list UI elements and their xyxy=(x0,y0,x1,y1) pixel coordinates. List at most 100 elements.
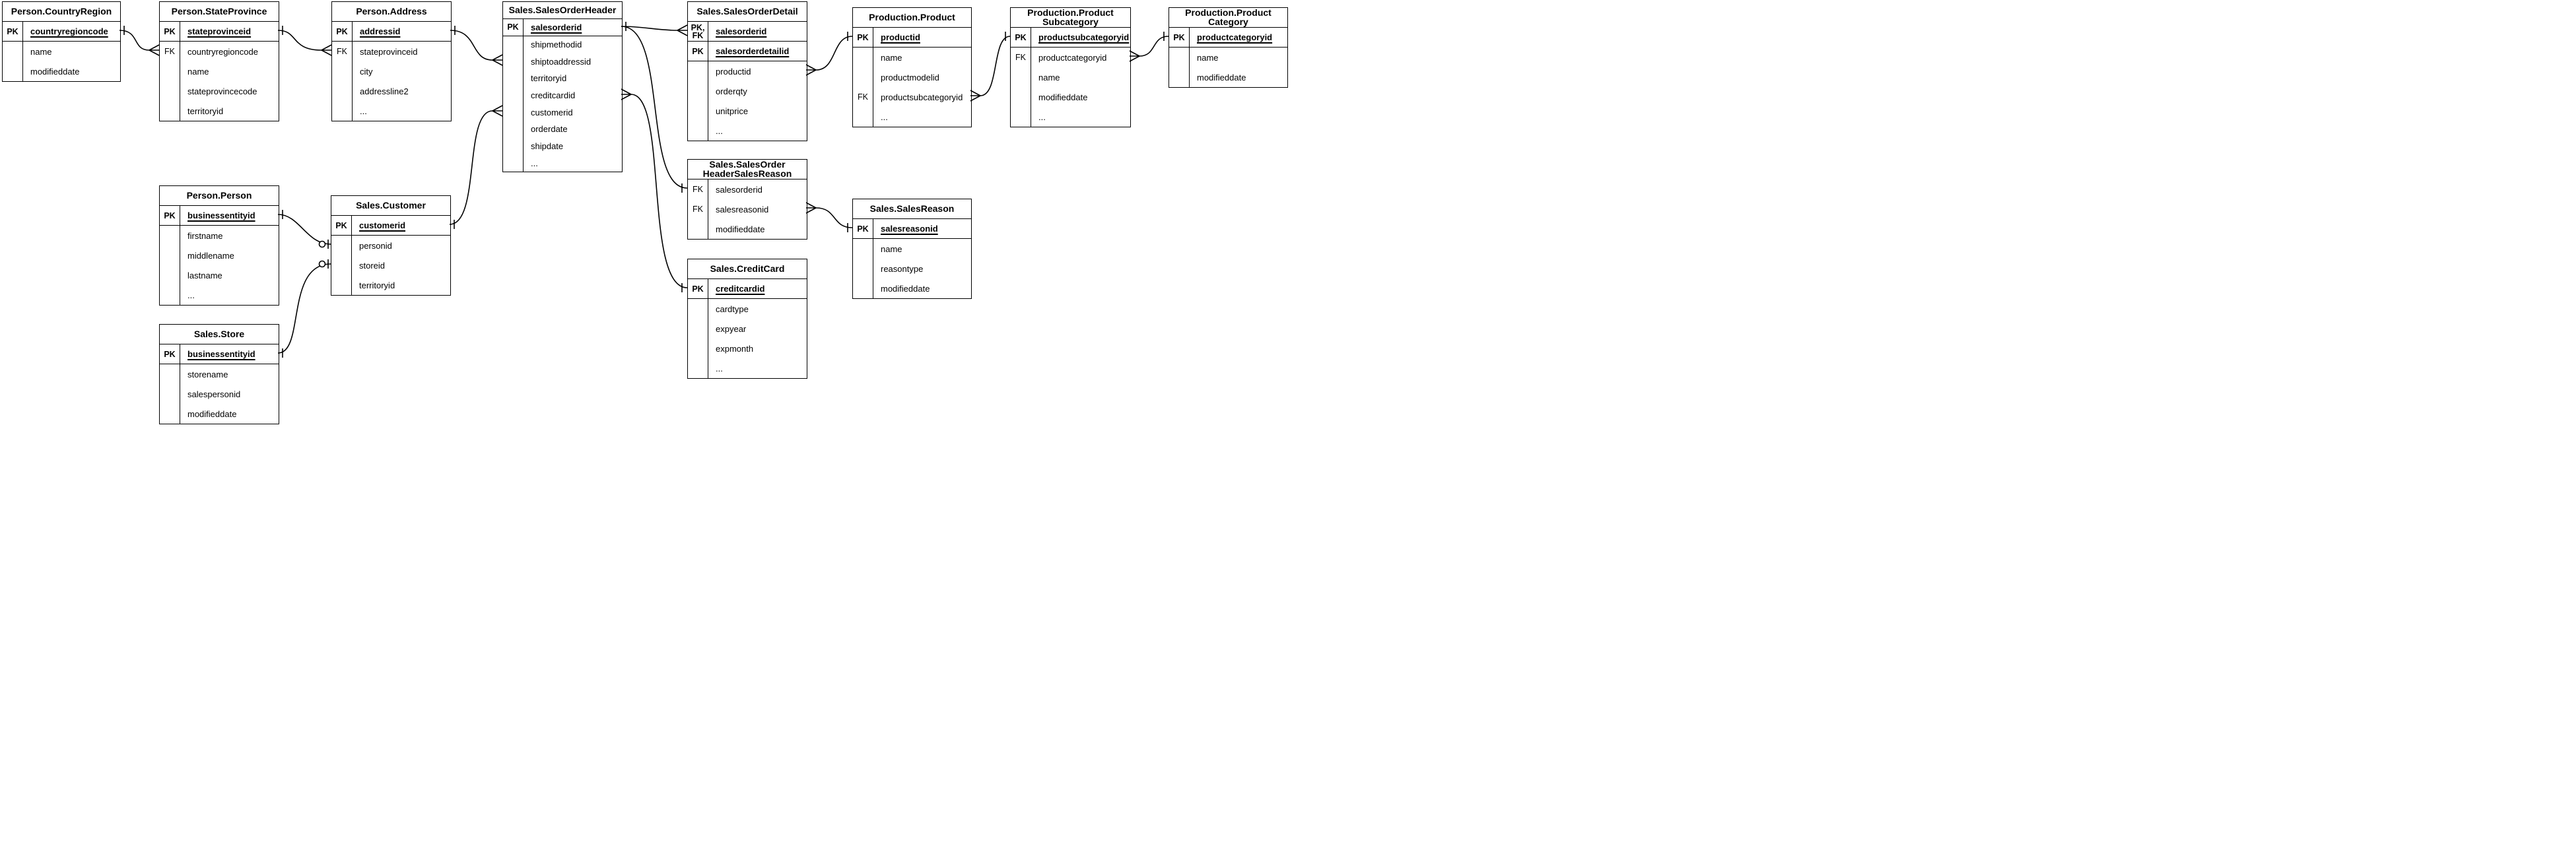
key-label: FK xyxy=(853,87,873,107)
key-label xyxy=(160,81,180,101)
column-name: orderqty xyxy=(716,86,747,96)
table-row: creditcardid xyxy=(503,86,622,104)
column-name: lastname xyxy=(187,270,222,280)
key-label xyxy=(160,384,180,404)
rel-salesorderheader-salesorderdetail xyxy=(621,22,688,36)
column-name: name xyxy=(187,66,209,77)
key-label: PK xyxy=(688,279,708,298)
column-name: salesreasonid xyxy=(716,204,769,214)
key-label xyxy=(332,81,353,101)
table-title: Sales.SalesReason xyxy=(853,199,971,219)
column-name: ... xyxy=(531,158,538,168)
column-name: salespersonid xyxy=(187,389,241,399)
column-name: salesorderid xyxy=(716,184,763,195)
table-row: ... xyxy=(688,358,807,378)
table-title: Sales.CreditCard xyxy=(688,259,807,279)
table-row: territoryid xyxy=(160,101,279,121)
key-label: PK xyxy=(160,206,180,225)
key-label xyxy=(503,86,524,104)
table-row: productid xyxy=(688,61,807,81)
column-name: modifieddate xyxy=(30,66,80,77)
key-label xyxy=(503,121,524,138)
key-label xyxy=(503,53,524,71)
table-row: ... xyxy=(160,285,279,305)
table-title: Person.Person xyxy=(160,186,279,206)
column-name: productcategoryid xyxy=(1197,32,1273,42)
key-label xyxy=(1169,48,1190,67)
table-row: expmonth xyxy=(688,339,807,358)
table-row: territoryid xyxy=(331,275,450,295)
column-name: stateprovinceid xyxy=(360,46,418,57)
table-row: expyear xyxy=(688,319,807,339)
column-name: ... xyxy=(187,290,195,300)
table-row: shipdate xyxy=(503,137,622,155)
key-label xyxy=(1011,107,1031,127)
column-name: territoryid xyxy=(531,73,567,84)
key-label: FK xyxy=(1011,48,1031,67)
key-label: PK xyxy=(688,42,708,61)
column-name: productcategoryid xyxy=(1038,52,1107,63)
table-title: Person.StateProvince xyxy=(160,2,279,22)
table-title: Sales.SalesOrderDetail xyxy=(688,2,807,22)
column-name: stateprovincecode xyxy=(187,86,257,96)
table-row: name xyxy=(1169,48,1287,67)
column-name: shipdate xyxy=(531,141,564,152)
column-name: ... xyxy=(716,125,723,136)
key-label xyxy=(688,81,708,101)
key-label: PK xyxy=(331,216,352,235)
table-row: PK businessentityid xyxy=(160,344,279,364)
column-name: modifieddate xyxy=(881,283,930,294)
column-name: modifieddate xyxy=(187,408,237,419)
table-title: Production.Product xyxy=(853,8,971,28)
key-label xyxy=(332,61,353,81)
column-name: addressline2 xyxy=(360,86,409,96)
key-label xyxy=(853,67,873,87)
column-name: modifieddate xyxy=(1038,92,1088,102)
column-name: customerid xyxy=(359,220,406,230)
column-name: businessentityid xyxy=(187,349,255,359)
table-title: Sales.SalesOrder HeaderSalesReason xyxy=(688,160,807,179)
column-name: firstname xyxy=(187,230,223,241)
column-name: expyear xyxy=(716,323,747,334)
column-name: territoryid xyxy=(187,106,224,116)
table-title: Sales.Customer xyxy=(331,196,450,216)
table-row: ... xyxy=(503,154,622,172)
column-name: productmodelid xyxy=(881,72,939,82)
table-row: middlename xyxy=(160,245,279,265)
key-label xyxy=(853,239,873,259)
table-row: orderqty xyxy=(688,81,807,101)
key-label xyxy=(688,299,708,319)
table-row: personid xyxy=(331,236,450,255)
rel-salesorderheader-headersalesreason xyxy=(621,26,688,193)
table-row: reasontype xyxy=(853,259,971,278)
table-row: ... xyxy=(1011,107,1130,127)
table-row: name xyxy=(3,42,120,61)
rel-creditcard-salesorderheader xyxy=(621,88,688,292)
column-name: expmonth xyxy=(716,343,754,354)
key-label: PK xyxy=(160,344,180,364)
key-label: PK xyxy=(160,22,180,41)
key-label: PK xyxy=(1011,28,1031,47)
key-label xyxy=(160,285,180,305)
table-row: firstname xyxy=(160,226,279,245)
key-label xyxy=(160,226,180,245)
rel-productcategory-productsubcategory xyxy=(1129,32,1169,62)
table-title: Production.Product Category xyxy=(1169,8,1287,28)
key-label xyxy=(1169,67,1190,87)
rel-salesreason-headersalesreason xyxy=(805,202,853,232)
table-row: modifieddate xyxy=(1169,67,1287,87)
key-label xyxy=(503,70,524,87)
key-label xyxy=(688,101,708,121)
